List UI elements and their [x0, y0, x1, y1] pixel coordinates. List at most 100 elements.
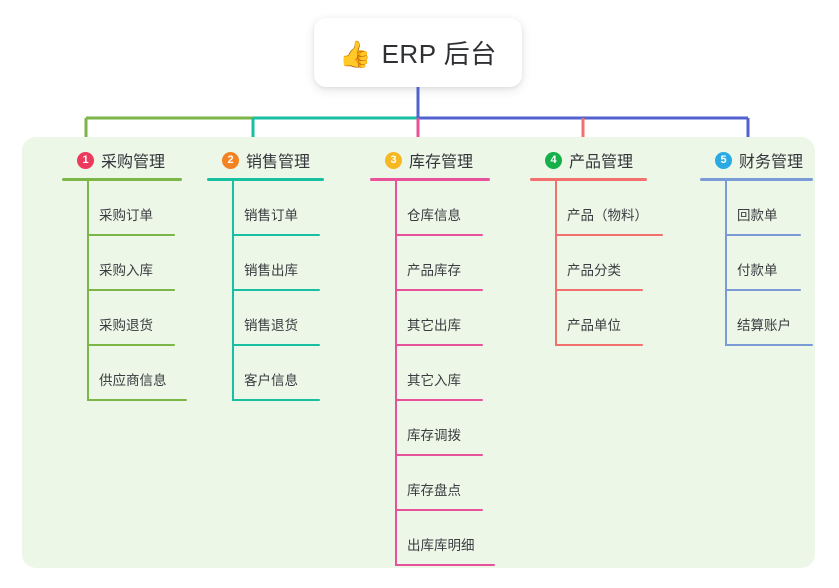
- list-item[interactable]: 回款单: [725, 181, 813, 236]
- list-item[interactable]: 产品（物料）: [555, 181, 663, 236]
- list-item-rule: [395, 344, 483, 346]
- list-item-rule: [87, 289, 175, 291]
- column-spine-inventory: [395, 181, 397, 566]
- list-item-rule: [232, 344, 320, 346]
- list-item-label: 供应商信息: [99, 372, 167, 388]
- list-item-rule: [232, 234, 320, 236]
- root-node[interactable]: 👍 ERP 后台: [314, 18, 522, 87]
- list-item-label: 产品库存: [407, 262, 461, 278]
- list-item-rule: [395, 289, 483, 291]
- list-item-rule: [555, 344, 643, 346]
- column-spine-sales: [232, 181, 234, 401]
- list-item[interactable]: 供应商信息: [87, 346, 187, 401]
- column-rule-finance: [700, 178, 813, 181]
- root-title: ERP 后台: [381, 39, 497, 69]
- column-title-inventory: 库存管理: [409, 154, 474, 171]
- category-column-product: 4 产品管理产品（物料） 产品分类产品单位: [530, 145, 663, 346]
- column-header-product[interactable]: 4 产品管理: [530, 145, 648, 175]
- list-item[interactable]: 仓库信息: [395, 181, 490, 236]
- list-item[interactable]: 结算账户: [725, 291, 813, 346]
- column-spine-product: [555, 181, 557, 346]
- list-item[interactable]: 付款单: [725, 236, 813, 291]
- column-rule-product: [530, 178, 647, 181]
- column-items-inventory: 仓库信息产品库存其它出库其它入库库存调拨库存盘点出库库明细: [370, 181, 495, 566]
- column-title-product: 产品管理: [569, 154, 634, 171]
- list-item[interactable]: 销售订单: [232, 181, 324, 236]
- column-items-product: 产品（物料） 产品分类产品单位: [530, 181, 663, 346]
- list-item-label: 产品分类: [567, 262, 621, 278]
- column-spine-purchasing: [87, 181, 89, 401]
- column-rule-sales: [207, 178, 324, 181]
- list-item-label: 付款单: [737, 262, 778, 278]
- column-header-sales[interactable]: 2 销售管理: [207, 145, 324, 175]
- list-item-label: 销售订单: [244, 207, 298, 223]
- list-item-label: 销售出库: [244, 262, 298, 278]
- list-item[interactable]: 采购入库: [87, 236, 182, 291]
- list-item-label: 库存盘点: [407, 482, 461, 498]
- list-item[interactable]: 其它出库: [395, 291, 490, 346]
- list-item-label: 出库库明细: [407, 537, 475, 553]
- column-items-finance: 回款单付款单结算账户: [700, 181, 813, 346]
- column-title-purchasing: 采购管理: [101, 154, 166, 171]
- column-rule-inventory: [370, 178, 490, 181]
- list-item-label: 其它入库: [407, 372, 461, 388]
- list-item[interactable]: 产品单位: [555, 291, 648, 346]
- list-item-rule: [87, 344, 175, 346]
- column-title-finance: 财务管理: [739, 154, 804, 171]
- column-badge-product: 4: [545, 151, 562, 169]
- list-item[interactable]: 出库库明细: [395, 511, 495, 566]
- categories-panel: 1 采购管理采购订单采购入库采购退货供应商信息 2 销售管理销售订单销售出库销售退货客…: [22, 137, 815, 568]
- list-item[interactable]: 产品分类: [555, 236, 648, 291]
- list-item-rule: [555, 289, 643, 291]
- list-item-rule: [395, 564, 495, 566]
- list-item-rule: [725, 344, 813, 346]
- list-item[interactable]: 采购退货: [87, 291, 182, 346]
- list-item-label: 产品单位: [567, 317, 621, 333]
- list-item-label: 客户信息: [244, 372, 298, 388]
- list-item[interactable]: 产品库存: [395, 236, 490, 291]
- list-item-rule: [395, 234, 483, 236]
- list-item[interactable]: 销售出库: [232, 236, 324, 291]
- list-item-rule: [725, 289, 801, 291]
- list-item-label: 仓库信息: [407, 207, 461, 223]
- list-item[interactable]: 库存盘点: [395, 456, 490, 511]
- category-column-purchasing: 1 采购管理采购订单采购入库采购退货供应商信息: [62, 145, 187, 401]
- list-item-label: 销售退货: [244, 317, 298, 333]
- list-item-rule: [395, 399, 483, 401]
- column-badge-sales: 2: [222, 151, 239, 169]
- list-item-label: 采购退货: [99, 317, 153, 333]
- column-badge-purchasing: 1: [77, 151, 94, 169]
- column-badge-finance: 5: [715, 151, 732, 169]
- column-rule-purchasing: [62, 178, 182, 181]
- list-item-label: 采购入库: [99, 262, 153, 278]
- list-item-label: 回款单: [737, 207, 778, 223]
- list-item[interactable]: 库存调拨: [395, 401, 490, 456]
- list-item[interactable]: 客户信息: [232, 346, 324, 401]
- list-item[interactable]: 销售退货: [232, 291, 324, 346]
- list-item-label: 产品（物料）: [567, 207, 648, 223]
- category-column-finance: 5 财务管理回款单付款单结算账户: [700, 145, 813, 346]
- list-item-label: 结算账户: [737, 317, 791, 333]
- list-item-rule: [87, 399, 187, 401]
- list-item[interactable]: 采购订单: [87, 181, 182, 236]
- column-items-sales: 销售订单销售出库销售退货客户信息: [207, 181, 324, 401]
- list-item-rule: [395, 509, 483, 511]
- column-title-sales: 销售管理: [246, 154, 311, 171]
- column-items-purchasing: 采购订单采购入库采购退货供应商信息: [62, 181, 187, 401]
- list-item-rule: [232, 399, 320, 401]
- thumbs-up-icon: 👍: [339, 38, 372, 69]
- list-item-label: 采购订单: [99, 207, 153, 223]
- column-header-finance[interactable]: 5 财务管理: [700, 145, 813, 175]
- list-item[interactable]: 其它入库: [395, 346, 490, 401]
- list-item-rule: [725, 234, 801, 236]
- column-spine-finance: [725, 181, 727, 346]
- list-item-rule: [395, 454, 483, 456]
- list-item-label: 其它出库: [407, 317, 461, 333]
- list-item-rule: [87, 234, 175, 236]
- category-column-sales: 2 销售管理销售订单销售出库销售退货客户信息: [207, 145, 324, 401]
- column-header-purchasing[interactable]: 1 采购管理: [62, 145, 182, 175]
- list-item-rule: [555, 234, 663, 236]
